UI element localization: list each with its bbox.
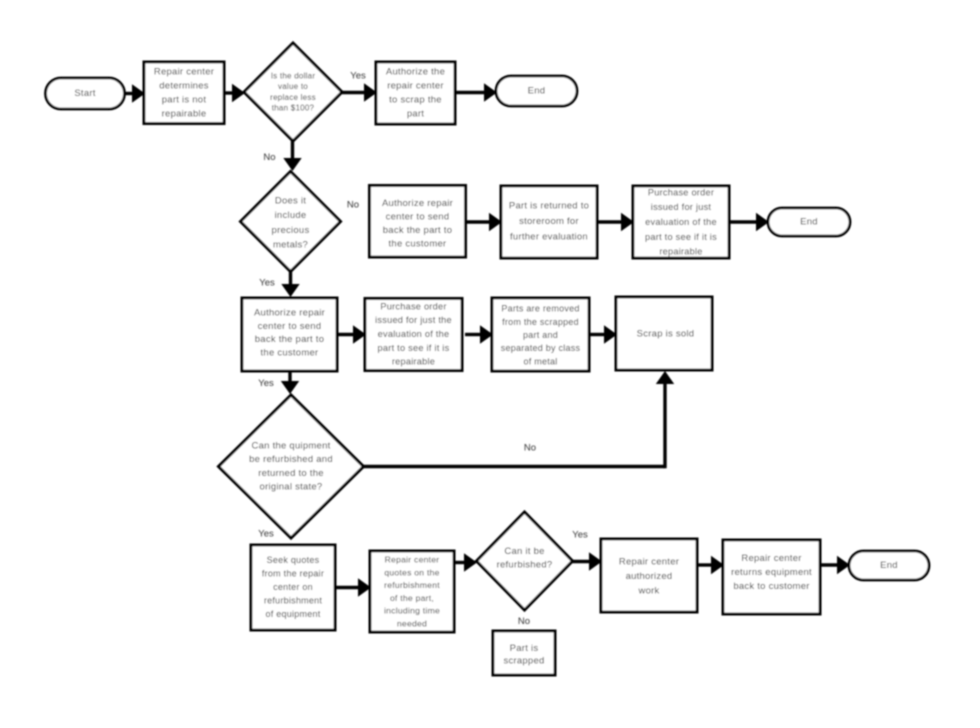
svg-text:part is not: part is not [162,94,207,105]
svg-text:Part is: Part is [510,643,539,654]
svg-text:Purchase order: Purchase order [380,301,446,311]
svg-text:issued for just: issued for just [651,202,712,212]
svg-text:further evaluation: further evaluation [510,232,588,243]
svg-text:of metal: of metal [523,356,557,366]
svg-text:storeroom for: storeroom for [519,216,579,227]
svg-text:End: End [528,86,546,97]
svg-text:Scrap is sold: Scrap is sold [637,329,695,340]
svg-text:from the scrapped: from the scrapped [502,317,579,327]
svg-text:part: part [407,109,424,120]
svg-text:End: End [800,217,818,228]
svg-text:Yes: Yes [259,278,275,289]
svg-text:repair center: repair center [387,81,444,92]
svg-text:precious: precious [272,225,310,236]
svg-text:back the part to: back the part to [383,225,452,236]
svg-text:Authorize repair: Authorize repair [254,308,325,319]
svg-text:center to send: center to send [258,321,322,332]
svg-text:Seek quotes: Seek quotes [267,555,320,565]
svg-text:No: No [524,443,536,454]
svg-text:Yes: Yes [350,71,366,82]
svg-text:than $100?: than $100? [272,104,315,113]
svg-text:Authorize the: Authorize the [386,67,445,78]
svg-text:Can it be: Can it be [504,546,544,557]
svg-text:include: include [275,210,307,221]
svg-text:to scrap the: to scrap the [389,95,442,106]
svg-text:back to customer: back to customer [733,581,809,592]
svg-text:Repair center: Repair center [741,553,801,564]
svg-text:refurbished?: refurbished? [497,559,553,570]
svg-text:returns equipment: returns equipment [731,567,812,578]
svg-text:Authorize repair: Authorize repair [382,198,453,209]
svg-text:Repair center: Repair center [385,555,440,565]
svg-text:work: work [637,586,659,597]
svg-text:Is the dollar: Is the dollar [271,71,316,80]
svg-text:No: No [347,200,359,211]
svg-text:be refurbished and: be refurbished and [249,454,333,465]
svg-text:Repair center: Repair center [154,66,214,77]
svg-text:Yes: Yes [572,530,588,541]
svg-text:needed: needed [397,619,427,629]
svg-text:center on: center on [273,582,313,592]
svg-text:Part is returned to: Part is returned to [509,201,589,212]
svg-text:original state?: original state? [260,482,323,493]
svg-text:Start: Start [74,88,95,99]
svg-text:returned to the: returned to the [258,468,324,479]
svg-text:evaluation of the: evaluation of the [645,217,717,227]
svg-text:End: End [880,560,898,571]
svg-text:part and: part and [523,330,558,340]
svg-text:back the part to: back the part to [255,334,324,345]
svg-text:refurbishment: refurbishment [264,596,323,606]
svg-text:scrapped: scrapped [503,655,544,666]
svg-text:part to see if it is: part to see if it is [378,343,450,353]
svg-text:of the part,: of the part, [390,593,434,603]
svg-text:repairable: repairable [392,357,435,367]
svg-text:separated by class: separated by class [501,343,581,353]
svg-text:Yes: Yes [258,378,274,389]
svg-text:Can the quipment: Can the quipment [252,440,331,451]
svg-text:authorized: authorized [626,571,673,582]
svg-text:replace less: replace less [270,93,316,102]
svg-text:No: No [263,152,275,163]
svg-text:Purchase order: Purchase order [648,187,714,197]
svg-text:Yes: Yes [258,529,274,540]
svg-text:the customer: the customer [261,347,319,358]
svg-text:Repair center: Repair center [619,557,679,568]
svg-text:refurbishment: refurbishment [384,580,440,590]
svg-text:part to see if it is: part to see if it is [645,232,717,242]
svg-text:the customer: the customer [389,238,447,249]
svg-text:evaluation of the: evaluation of the [378,329,450,339]
svg-text:determines: determines [159,80,209,91]
svg-text:including time: including time [384,606,440,616]
svg-text:Parts are removed: Parts are removed [501,304,579,314]
svg-text:value to: value to [278,82,308,91]
svg-text:from the repair: from the repair [262,568,324,578]
svg-text:issued for just the: issued for just the [375,315,452,325]
svg-text:quotes on the: quotes on the [384,567,439,577]
svg-text:repairable: repairable [162,108,207,119]
svg-text:repairable: repairable [659,247,702,257]
svg-text:of equipment: of equipment [265,609,320,619]
svg-text:center to send: center to send [386,211,450,222]
svg-text:Does it: Does it [275,195,306,206]
svg-text:No: No [518,616,530,627]
svg-text:metals?: metals? [273,240,308,251]
